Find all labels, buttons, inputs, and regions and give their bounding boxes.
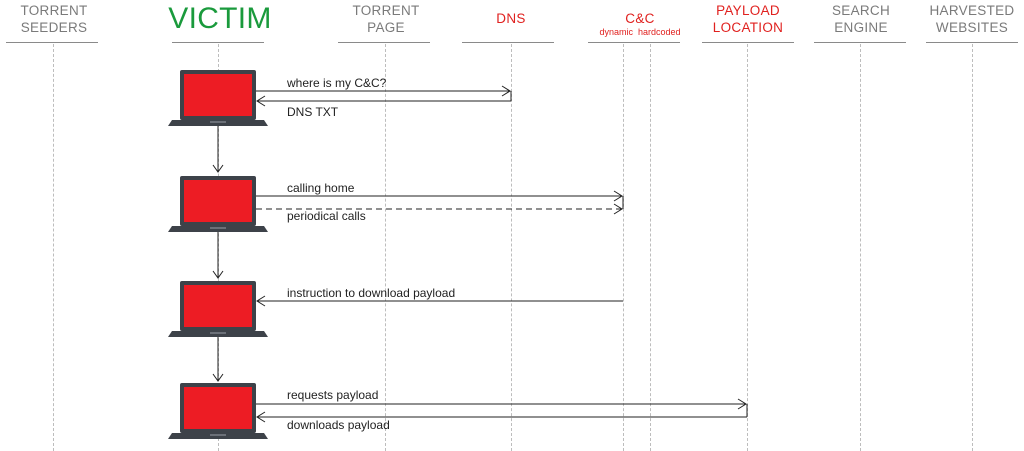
- arrow-requests-payload: [256, 398, 748, 417]
- underline-victim: [172, 42, 264, 43]
- label-instruction: instruction to download payload: [287, 286, 456, 300]
- lifeline-harvested-websites: [972, 44, 973, 451]
- header-victim: VICTIM: [168, 2, 272, 35]
- lifeline-torrent-page: [385, 44, 386, 451]
- lifeline-cc-dynamic: [623, 44, 624, 451]
- underline-dns: [462, 42, 554, 43]
- underline-harvested-websites: [926, 42, 1018, 43]
- underline-torrent-seeders: [6, 42, 98, 43]
- victim-flow-arrow-2: [212, 232, 224, 279]
- header-torrent-seeders: TORRENT SEEDERS: [20, 3, 88, 35]
- lifeline-search-engine: [860, 44, 861, 451]
- cc-subtitle: dynamic hardcoded: [599, 27, 681, 37]
- header-harvested-websites: HARVESTED WEBSITES: [929, 3, 1015, 35]
- laptop-icon: [168, 176, 268, 232]
- header-search-engine: SEARCH ENGINE: [831, 3, 891, 35]
- victim-flow-arrow-3: [212, 335, 224, 382]
- label-dns-txt: DNS TXT: [287, 105, 339, 119]
- underline-payload-location: [702, 42, 794, 43]
- laptop-icon: [168, 70, 268, 126]
- underline-cc: [588, 42, 680, 43]
- lifeline-torrent-seeders: [53, 44, 54, 451]
- arrow-instruction: [256, 295, 623, 307]
- label-calling-home: calling home: [287, 181, 355, 195]
- header-payload-location: PAYLOAD LOCATION: [712, 3, 784, 35]
- laptop-icon: [168, 281, 268, 337]
- lifeline-cc-hardcoded: [650, 44, 651, 451]
- laptop-icon: [168, 383, 268, 439]
- lifeline-payload-location: [747, 44, 748, 451]
- arrow-periodical-calls: [256, 203, 623, 215]
- underline-torrent-page: [338, 42, 430, 43]
- label-periodical-calls: periodical calls: [287, 209, 366, 223]
- label-downloads-payload: downloads payload: [287, 418, 390, 432]
- lifeline-dns: [511, 44, 512, 451]
- label-requests-payload: requests payload: [287, 388, 379, 402]
- arrow-downloads-payload: [256, 411, 747, 423]
- arrow-calling-home: [256, 190, 624, 209]
- underline-search-engine: [814, 42, 906, 43]
- arrow-where-cc: [256, 85, 512, 101]
- header-cc: C&C dynamic hardcoded: [585, 10, 695, 38]
- header-dns: DNS: [496, 11, 526, 26]
- arrow-dns-txt: [256, 95, 511, 107]
- label-where-cc: where is my C&C?: [287, 76, 387, 90]
- victim-flow-arrow-1: [212, 126, 224, 173]
- header-torrent-page: TORRENT PAGE: [352, 3, 420, 35]
